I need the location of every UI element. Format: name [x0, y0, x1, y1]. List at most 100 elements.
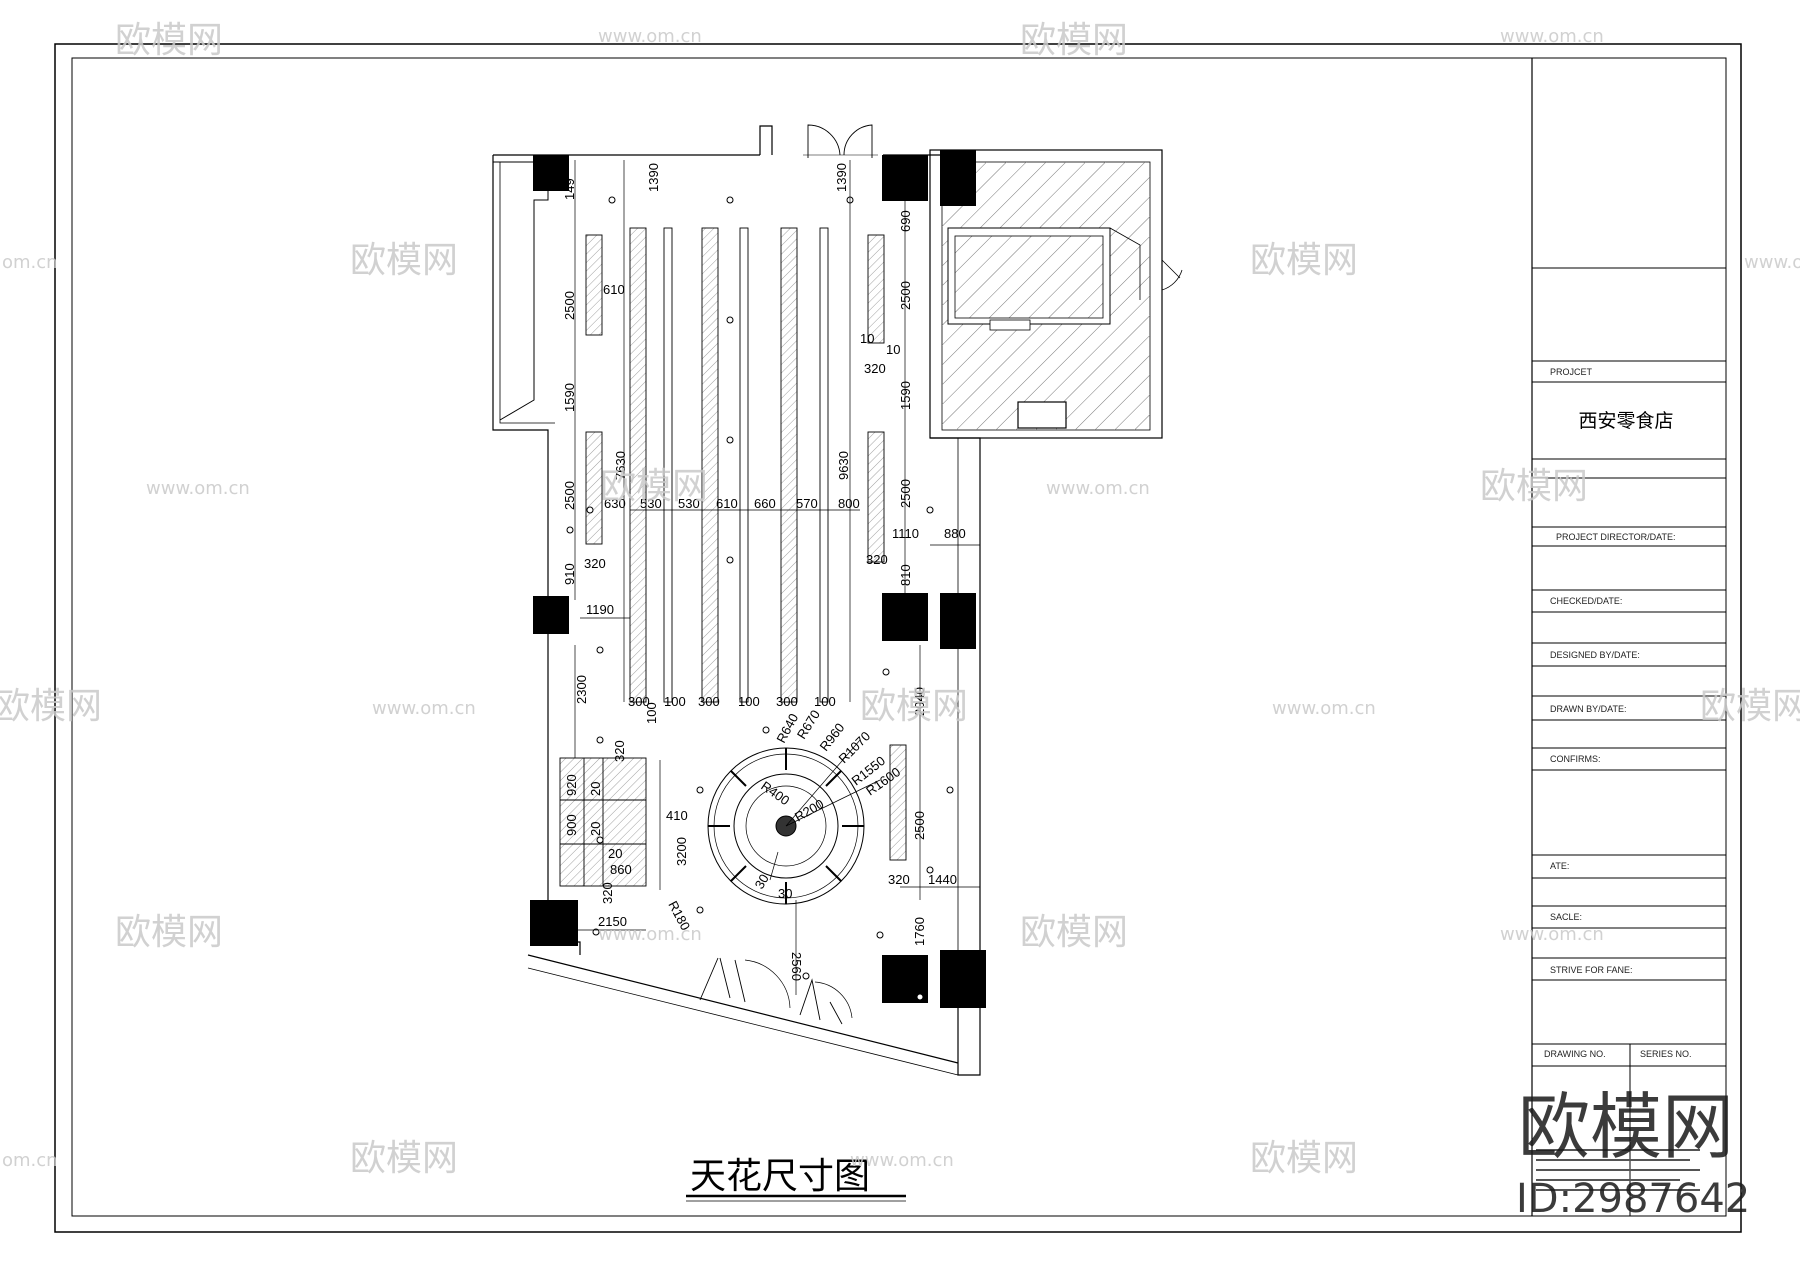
dimension-label: 1390 — [834, 163, 849, 192]
watermark-brand: 欧模网 — [860, 686, 968, 727]
date-label: ATE: — [1550, 861, 1569, 871]
dimension-label: 30 — [752, 871, 772, 891]
dimension-label: 20 — [588, 782, 603, 796]
watermark-url: www.om.cn — [1272, 698, 1376, 719]
dimension-label: R400 — [758, 778, 792, 808]
dimension-label: 320 — [888, 872, 910, 887]
dimension-label: 2040 — [912, 687, 927, 716]
watermark-brand-large: 欧模网 — [1518, 1085, 1734, 1169]
dimension-label: 1760 — [912, 917, 927, 946]
dimension-label: 7630 — [613, 451, 628, 480]
dimension-label: 100 — [644, 702, 659, 724]
watermark-brand: 欧模网 — [350, 1138, 458, 1179]
circular-ceiling — [707, 747, 865, 905]
watermark-url-short: om.cn — [2, 252, 58, 273]
dimension-label: 910 — [562, 563, 577, 585]
designed-label: DESIGNED BY/DATE: — [1550, 650, 1640, 660]
dimension-label: 610 — [716, 496, 738, 511]
dimension-label: 610 — [603, 282, 625, 297]
dimension-label: 100 — [664, 694, 686, 709]
dimension-label: 1590 — [898, 381, 913, 410]
watermark-brand: 欧模网 — [0, 686, 102, 727]
watermark-brand: 欧模网 — [1250, 240, 1358, 281]
dimension-label: 2500 — [898, 479, 913, 508]
dimension-label: 1440 — [928, 872, 957, 887]
title-block: PROJCET 西安零食店 PROJECT DIRECTOR/DATE: CHE… — [1531, 58, 1726, 1216]
dimension-label: 690 — [898, 210, 913, 232]
watermark-brand: 欧模网 — [1250, 1138, 1358, 1179]
dimension-label: 2500 — [562, 481, 577, 510]
watermark-url-short: om.cn — [2, 1150, 58, 1171]
watermark-url: www.om.cn — [850, 1150, 954, 1171]
watermark-brand: 欧模网 — [1020, 912, 1128, 953]
dimension-label: 2300 — [574, 675, 589, 704]
watermark-url: www.om.cn — [1744, 252, 1800, 273]
watermark-brand: 欧模网 — [1480, 466, 1588, 507]
drawing-title: 天花尺寸图 — [690, 1156, 870, 1197]
watermark-id: ID:2987642 — [1516, 1176, 1750, 1222]
dimension-label: 530 — [640, 496, 662, 511]
watermark-url: www.om.cn — [1500, 26, 1604, 47]
dimension-label: 320 — [584, 556, 606, 571]
motto-label: STRIVE FOR FANE: — [1550, 965, 1633, 975]
dimension-label: R200 — [792, 796, 826, 825]
dimension-label: 920 — [564, 774, 579, 796]
drawn-label: DRAWN BY/DATE: — [1550, 704, 1627, 714]
dimension-lines — [574, 160, 980, 995]
dimension-label: 410 — [666, 808, 688, 823]
watermark-brand: 欧模网 — [115, 20, 223, 61]
watermark-url: www.om.cn — [1046, 478, 1150, 499]
checked-label: CHECKED/DATE: — [1550, 596, 1622, 606]
dimension-label: R670 — [794, 707, 823, 741]
inner-border — [71, 57, 1727, 1217]
dimension-label: 2500 — [898, 281, 913, 310]
island-shelves — [559, 757, 647, 887]
dimension-label: 2500 — [912, 811, 927, 840]
dimension-label: 9630 — [836, 451, 851, 480]
watermark-url: www.om.cn — [598, 26, 702, 47]
dimension-label: 630 — [604, 496, 626, 511]
watermarks: 欧模网 www.om.cn 欧模网 www.om.cn om.cn 欧模网 欧模… — [0, 20, 1800, 1179]
dimension-label: 1190 — [586, 602, 614, 617]
dimension-label: 900 — [564, 814, 579, 836]
watermark-brand: 欧模网 — [1020, 20, 1128, 61]
dimension-label: 10 — [886, 342, 900, 357]
ceiling-strips — [585, 227, 907, 861]
dimension-label: 1390 — [646, 163, 661, 192]
dimension-label: 570 — [796, 496, 818, 511]
dimension-label: 860 — [610, 862, 632, 877]
project-label: PROJCET — [1550, 367, 1593, 377]
watermark-url: www.om.cn — [598, 924, 702, 945]
watermark-brand: 欧模网 — [350, 240, 458, 281]
dimension-label: 2500 — [562, 291, 577, 320]
floor-plan — [492, 124, 1183, 1076]
dimension-label: 2560 — [789, 952, 804, 981]
columns — [530, 150, 986, 1008]
outer-border — [54, 43, 1742, 1233]
dimension-label: 300 — [698, 694, 720, 709]
watermark-url: www.om.cn — [372, 698, 476, 719]
dimension-label: 880 — [944, 526, 966, 541]
scale-label: SACLE: — [1550, 912, 1582, 922]
dimension-label: 300 — [628, 694, 650, 709]
series-no-label: SERIES NO. — [1640, 1049, 1692, 1059]
dimension-label: 320 — [866, 552, 888, 567]
watermark-url: www.om.cn — [1500, 924, 1604, 945]
dimension-label: 2150 — [598, 914, 627, 929]
dimension-label: 1110 — [892, 526, 919, 541]
dimension-label: 149 — [562, 178, 577, 200]
dimension-label: 20 — [588, 822, 603, 836]
watermark-brand: 欧模网 — [1700, 686, 1800, 727]
dimension-label: 800 — [838, 496, 860, 511]
dimension-label: 530 — [678, 496, 700, 511]
light-fixtures — [566, 196, 954, 1001]
dimension-label: 1590 — [562, 383, 577, 412]
project-name: 西安零食店 — [1578, 410, 1673, 432]
watermark-brand: 欧模网 — [115, 912, 223, 953]
dimension-label: 3200 — [674, 837, 689, 866]
watermark-url: www.om.cn — [146, 478, 250, 499]
dimension-label: 300 — [776, 694, 798, 709]
dimension-label: 810 — [898, 564, 913, 586]
drawing-no-label: DRAWING NO. — [1544, 1049, 1606, 1059]
